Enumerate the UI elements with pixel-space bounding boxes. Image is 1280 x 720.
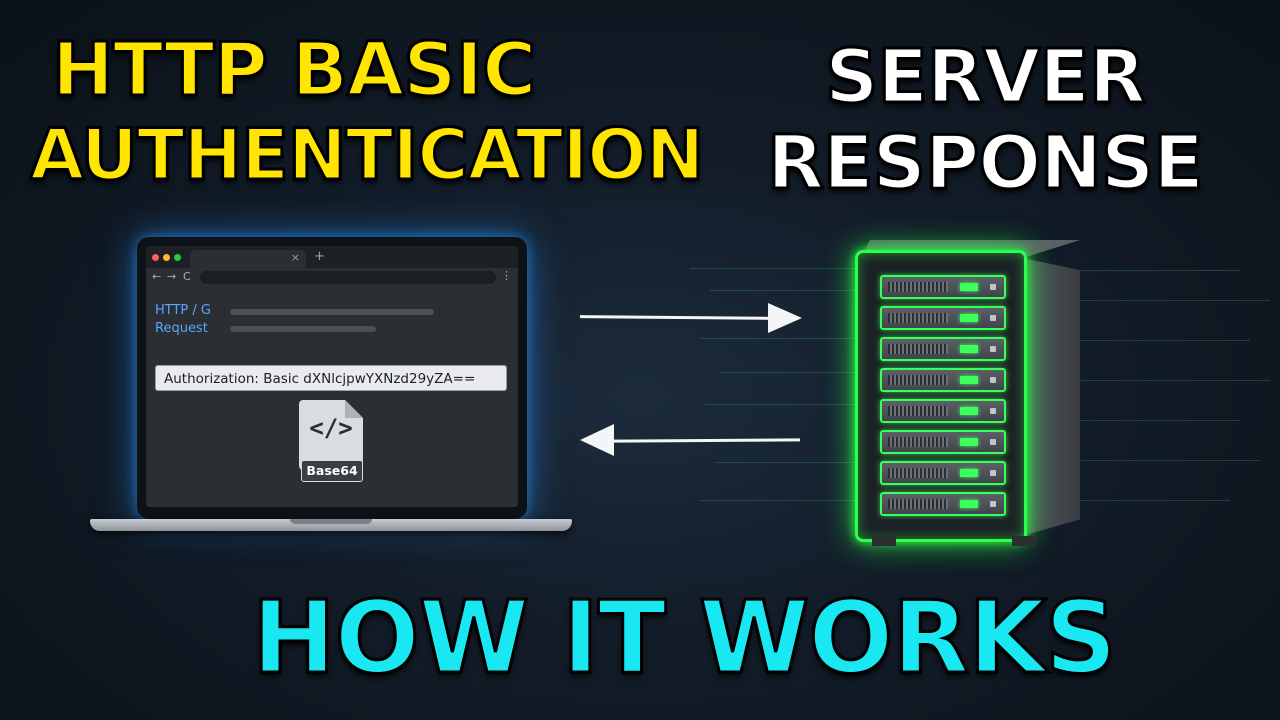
rack-unit	[880, 368, 1006, 392]
rack-unit	[880, 306, 1006, 330]
server-foot	[872, 536, 896, 546]
back-icon[interactable]: ←	[152, 270, 162, 283]
maximize-window-dot[interactable]	[174, 254, 181, 261]
code-file-icon: </> Base64	[299, 400, 363, 482]
browser-tab[interactable]: ×	[190, 250, 306, 268]
rack-unit	[880, 399, 1006, 423]
request-placeholder-line	[230, 326, 376, 332]
forward-icon[interactable]: →	[167, 270, 177, 283]
tab-close-icon[interactable]: ×	[290, 251, 300, 264]
browser-window: × + ← → C ⋮ HTTP / G Request Authorizati…	[146, 246, 518, 507]
server-foot	[1012, 536, 1036, 546]
address-bar[interactable]	[200, 271, 496, 284]
browser-menu-icon[interactable]: ⋮	[501, 269, 512, 282]
rack-unit	[880, 337, 1006, 361]
server-icon	[855, 250, 1027, 542]
laptop: × + ← → C ⋮ HTTP / G Request Authorizati…	[137, 237, 527, 519]
server-side	[1022, 258, 1080, 536]
authorization-header: Authorization: Basic dXNlcjpwYXNzd29yZA=…	[155, 365, 507, 391]
headline-left-line2: AUTHENTICATION	[28, 114, 705, 196]
browser-toolbar: ← → C ⋮	[146, 268, 518, 288]
rack-unit	[880, 492, 1006, 516]
base64-badge: Base64	[301, 460, 363, 482]
minimize-window-dot[interactable]	[163, 254, 170, 261]
rack-unit	[880, 430, 1006, 454]
headline-left-line1: HTTP BASIC	[50, 27, 537, 113]
request-label-line2: Request	[155, 321, 208, 336]
headline-right-line2: RESPONSE	[766, 120, 1206, 206]
rack-unit	[880, 275, 1006, 299]
laptop-base	[90, 519, 572, 531]
headline-right-line1: SERVER	[824, 34, 1148, 120]
laptop-notch	[290, 519, 372, 524]
rack-unit	[880, 461, 1006, 485]
request-label-line1: HTTP / G	[155, 303, 211, 318]
code-glyph: </>	[309, 414, 353, 442]
server-front	[855, 250, 1027, 542]
reload-icon[interactable]: C	[183, 270, 191, 283]
new-tab-icon[interactable]: +	[314, 249, 325, 264]
footer-title: HOW IT WORKS	[251, 579, 1119, 696]
browser-tab-bar: × +	[146, 246, 518, 268]
close-window-dot[interactable]	[152, 254, 159, 261]
request-placeholder-line	[230, 309, 434, 315]
